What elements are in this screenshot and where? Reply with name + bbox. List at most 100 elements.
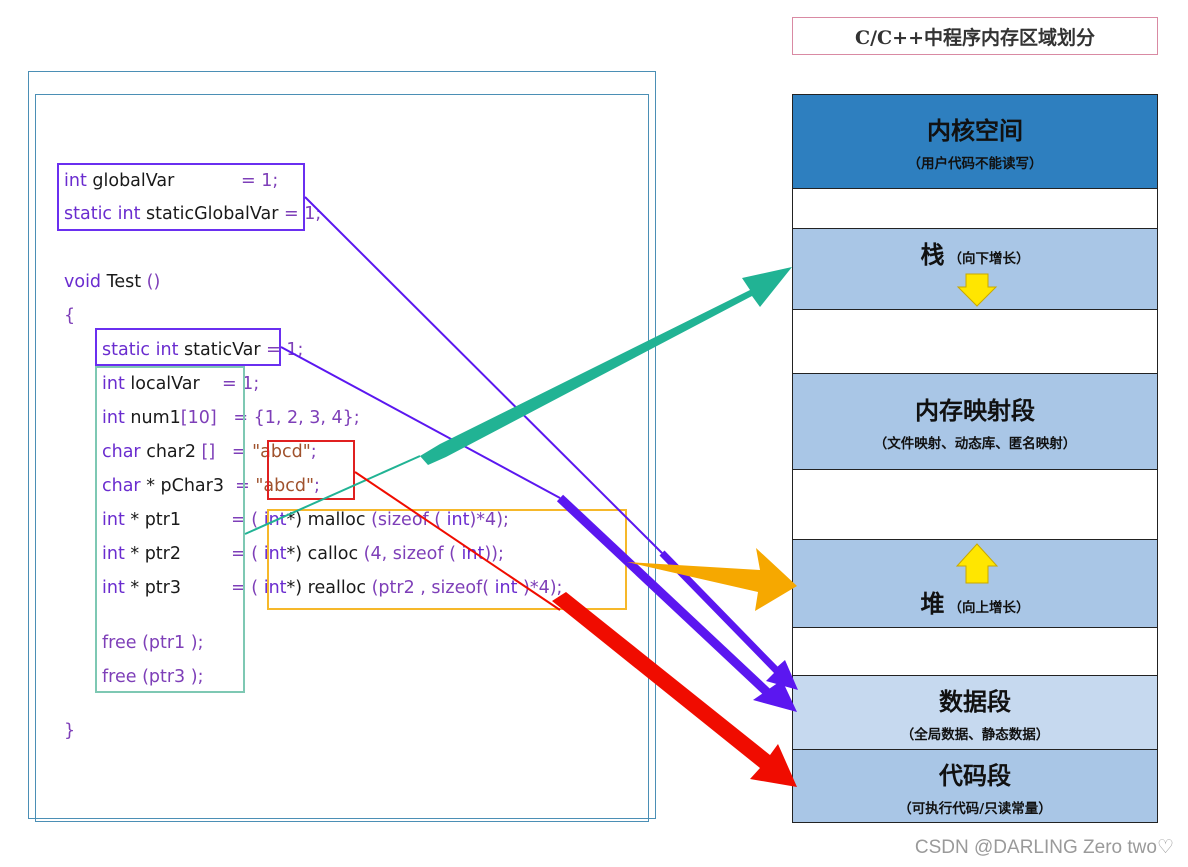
code-token: "abcd" <box>255 476 315 496</box>
code-token: int <box>102 544 125 564</box>
code-token: = <box>224 476 256 496</box>
global-to-data-arrow-icon <box>656 546 798 690</box>
code-line-l2: static int staticGlobalVar = 1; <box>64 203 321 225</box>
segment-stack-sub: （向下增长） <box>948 251 1030 267</box>
code-token: int <box>112 204 141 224</box>
heap-alloc-to-heap-arrow-icon <box>627 548 797 611</box>
code-token: int <box>494 578 518 598</box>
code-line-l14: free (ptr3 ); <box>102 666 203 688</box>
code-line-l1: int globalVar = 1; <box>64 170 278 192</box>
code-token: (ptr2 , sizeof( <box>371 578 495 598</box>
code-line-l5: static int staticVar = 1; <box>102 339 303 361</box>
code-token: () <box>141 272 161 292</box>
heap-up-arrow-icon <box>955 543 999 584</box>
code-token: * ptr1 <box>124 510 182 530</box>
code-token: Test <box>101 272 142 292</box>
segment-data-sub: （全局数据、静态数据） <box>900 727 1050 743</box>
code-token: } <box>64 721 76 741</box>
code-line-l8: char char2 [] = "abcd"; <box>102 441 317 463</box>
code-token: globalVar <box>86 171 175 191</box>
gap-2 <box>792 309 1158 374</box>
segment-code: 代码段 （可执行代码/只读常量） <box>792 749 1158 823</box>
code-token: char <box>102 442 141 462</box>
code-token: [] = <box>195 442 253 462</box>
local-to-stack-arrow-icon <box>420 267 792 465</box>
static-var-box <box>95 328 281 366</box>
segment-kernel-title: 内核空间 <box>927 116 1023 145</box>
code-outer-frame <box>28 71 656 819</box>
local-vars-box <box>95 366 245 693</box>
stack-down-arrow-icon <box>956 273 998 307</box>
watermark: CSDN @DARLING Zero two♡ <box>914 837 1174 858</box>
code-token: = ( <box>181 578 264 598</box>
code-token: num1 <box>124 408 181 428</box>
string-literal-box <box>267 440 355 500</box>
code-token: *) malloc <box>286 510 372 530</box>
code-token: char2 <box>140 442 196 462</box>
code-line-l3: void Test () <box>64 271 160 293</box>
code-line-l15: } <box>64 720 75 742</box>
local-to-stack-line <box>244 455 421 535</box>
code-token: static <box>64 204 113 224</box>
code-token: free (ptr3 ); <box>102 667 204 687</box>
code-token: = 1; <box>199 374 260 394</box>
code-token: int <box>446 510 470 530</box>
code-inner-frame <box>35 94 649 822</box>
code-token: int <box>102 374 125 394</box>
code-line-l11: int * ptr2 = ( int*) calloc (4, sizeof (… <box>102 543 504 565</box>
code-token: )); <box>484 544 504 564</box>
code-token: { <box>64 306 76 326</box>
code-token: = 1; <box>260 340 304 360</box>
code-token: int <box>263 578 287 598</box>
segment-mmap-title: 内存映射段 <box>915 396 1035 425</box>
code-token: static <box>102 340 151 360</box>
code-token: = ( <box>181 510 264 530</box>
code-token: * ptr3 <box>124 578 182 598</box>
global-vars-box <box>57 163 305 231</box>
code-token: (sizeof ( <box>371 510 447 530</box>
code-line-l9: char * pChar3 = "abcd"; <box>102 475 320 497</box>
code-token: int <box>102 510 125 530</box>
gap-3 <box>792 469 1158 540</box>
segment-code-sub: （可执行代码/只读常量） <box>898 800 1052 817</box>
code-line-l4: { <box>64 305 75 327</box>
code-token: * pChar3 <box>140 476 224 496</box>
gap-4 <box>792 627 1158 676</box>
segment-kernel: 内核空间 （用户代码不能读写） <box>792 94 1158 189</box>
code-token: free (ptr1 ); <box>102 633 204 653</box>
static-to-data-shaft <box>556 494 772 697</box>
code-token: int <box>102 578 125 598</box>
code-line-l6: int localVar = 1; <box>102 373 259 395</box>
code-token: void <box>64 272 102 292</box>
segment-mmap-sub: （文件映射、动态库、匿名映射） <box>873 436 1077 452</box>
segment-code-title: 代码段 <box>939 760 1011 790</box>
segment-heap-title: 堆 <box>920 589 945 618</box>
diagram-title: C/C++中程序内存区域划分 <box>792 17 1158 55</box>
literal-to-code-arrow-icon <box>552 592 797 787</box>
code-token: )*4); <box>469 510 509 530</box>
code-token: *) realloc <box>286 578 372 598</box>
code-token: [10] = {1, 2, 3, 4}; <box>180 408 360 428</box>
code-token: "abcd" <box>252 442 311 462</box>
literal-to-code-line <box>354 471 561 611</box>
code-token: int <box>102 408 125 428</box>
code-token: (4, sizeof ( <box>363 544 462 564</box>
code-token: * ptr2 <box>124 544 182 564</box>
code-token: localVar <box>124 374 200 394</box>
code-block: int globalVar = 1; static int staticGlob… <box>64 0 644 760</box>
code-token: *) calloc <box>286 544 364 564</box>
code-token: int <box>263 544 287 564</box>
code-line-l10: int * ptr1 = ( int*) malloc (sizeof ( in… <box>102 509 509 531</box>
segment-heap-sub: （向上增长） <box>948 600 1030 616</box>
segment-mmap: 内存映射段 （文件映射、动态库、匿名映射） <box>792 373 1158 470</box>
code-token: )*4); <box>517 578 563 598</box>
code-token: int <box>461 544 485 564</box>
code-token: ; <box>310 442 317 462</box>
code-token: = ( <box>181 544 264 564</box>
static-to-data-arrowhead-icon <box>753 680 797 712</box>
segment-stack-title: 栈 <box>920 240 945 269</box>
code-token: int <box>150 340 179 360</box>
code-token: staticVar <box>178 340 261 360</box>
code-line-l7: int num1[10] = {1, 2, 3, 4}; <box>102 407 360 429</box>
